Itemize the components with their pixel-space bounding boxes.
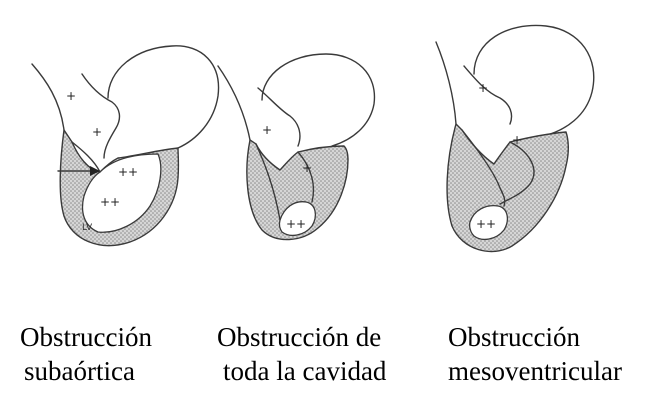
pressure-mark-low: +: [262, 123, 272, 137]
caption-whole-cavity: Obstrucción de toda la cavidad: [217, 320, 386, 388]
atrium-outline: [262, 54, 374, 146]
aorta-outline: [218, 66, 250, 140]
caption-line: toda la cavidad: [217, 354, 386, 388]
pressure-mark-high: ++: [118, 165, 138, 179]
atrium-outline: [474, 25, 594, 136]
ventricle-wall: [447, 124, 568, 252]
pressure-mark-high: ++: [286, 217, 306, 231]
pressure-mark-high: ++: [476, 217, 496, 231]
panel-whole-cavity: + + ++: [218, 54, 374, 240]
caption-line: Obstrucción: [20, 320, 152, 354]
pressure-mark-low: +: [66, 89, 76, 103]
pressure-mark-low: +: [302, 161, 312, 175]
pressure-mark-low: +: [478, 81, 488, 95]
aorta-outline: [436, 42, 456, 124]
caption-line: Obstrucción de: [217, 320, 386, 354]
aorta-outline: [32, 64, 64, 130]
atrium-outline: [108, 46, 219, 148]
caption-subaortic: Obstrucción subaórtica: [20, 320, 152, 388]
aorta-inner-outline: [258, 88, 300, 146]
aorta-inner-outline: [464, 66, 512, 124]
caption-line: mesoventricular: [448, 354, 622, 388]
caption-line: Obstrucción: [448, 320, 622, 354]
caption-midventricular: Obstrucción mesoventricular: [448, 320, 622, 388]
heart-diagrams: + + ++ ++ LV + + ++ +: [0, 0, 654, 280]
pressure-mark-low: +: [512, 133, 522, 147]
panel-subaortic: + + ++ ++ LV: [32, 46, 219, 246]
lv-label: LV: [82, 223, 93, 233]
panel-midventricular: + + ++: [436, 25, 594, 251]
caption-line: subaórtica: [20, 354, 152, 388]
aorta-inner-outline: [82, 74, 119, 158]
pressure-mark-high: ++: [100, 195, 120, 209]
pressure-mark-low: +: [92, 125, 102, 139]
